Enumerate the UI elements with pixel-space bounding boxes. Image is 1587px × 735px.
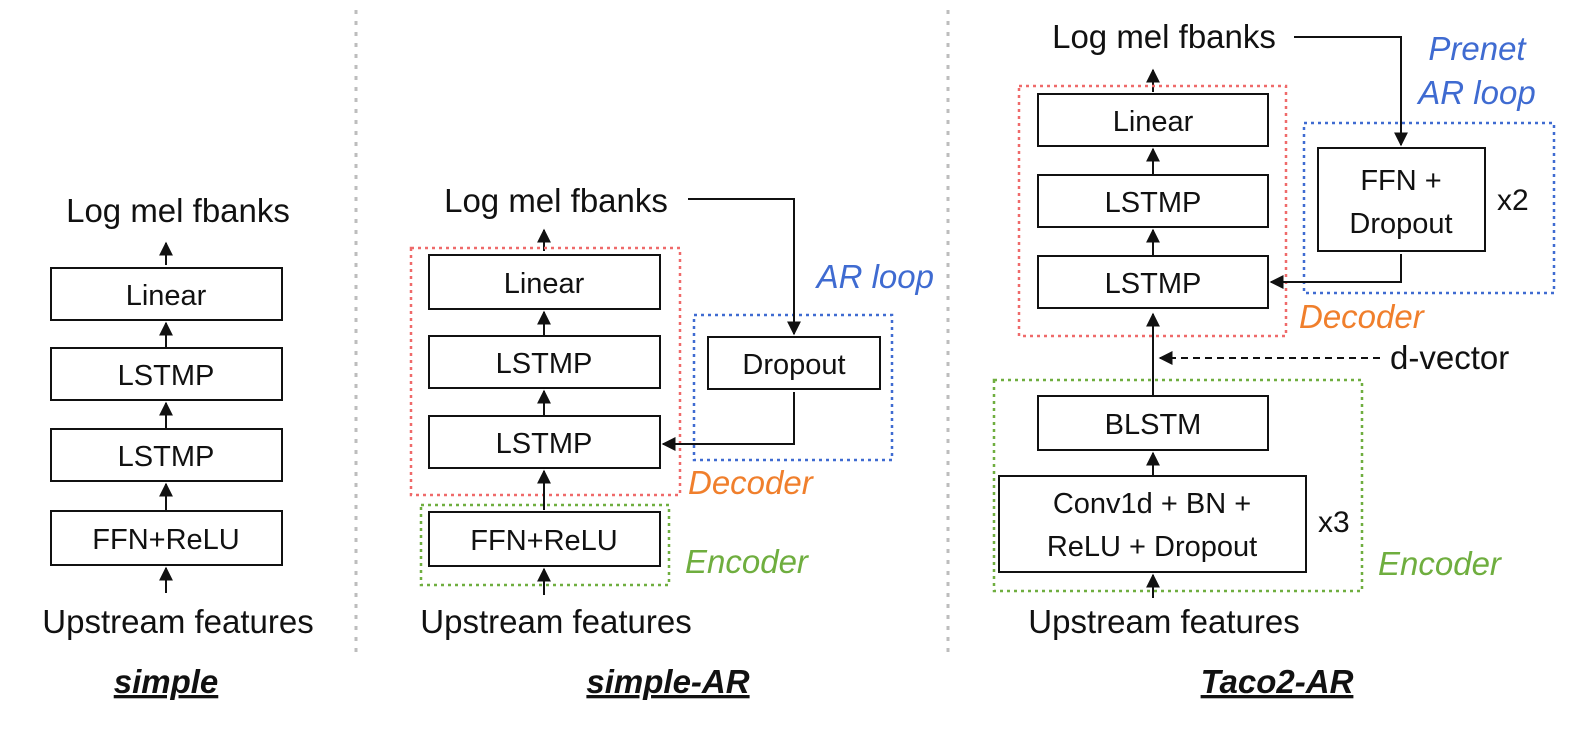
panel-simple-ar: Log mel fbanks Linear LSTMP LSTMP FFN+Re… — [409, 182, 934, 700]
taco2-prenet-label-line1: FFN + — [1360, 165, 1441, 197]
simple-ar-feedback-arrow-in — [688, 198, 801, 336]
simple-ar-output-label: Log mel fbanks — [444, 182, 668, 219]
taco2-linear-block — [1037, 93, 1269, 147]
taco2-prenet-label: Prenet — [1428, 30, 1527, 67]
simple-ar-arloop-label: AR loop — [815, 258, 934, 295]
taco2-input-label: Upstream features — [1028, 603, 1299, 640]
taco2-conv-repeat: x3 — [1318, 506, 1350, 539]
taco2-encoder-label: Encoder — [1378, 545, 1503, 582]
simple-ffn-block — [50, 510, 283, 566]
taco2-decoder-label: Decoder — [1299, 298, 1426, 335]
simple-ar-lstmp-block-top — [428, 335, 661, 389]
simple-ar-lstmp-label-top: LSTMP — [496, 348, 593, 380]
panel-simple: Log mel fbanks Linear LSTMP LSTMP FFN+Re… — [42, 192, 313, 700]
taco2-blstm-label: BLSTM — [1105, 409, 1202, 441]
simple-ar-dropout-block — [707, 336, 881, 390]
simple-ar-feedback-arrow-out — [661, 392, 795, 451]
simple-ar-ffn-block — [428, 511, 661, 567]
taco2-blstm-block — [1037, 395, 1269, 451]
simple-ar-lstmp-label-bottom: LSTMP — [496, 428, 593, 460]
simple-ffn-label: FFN+ReLU — [92, 524, 239, 556]
simple-ar-input-label: Upstream features — [420, 603, 691, 640]
simple-ar-linear-block — [428, 254, 661, 310]
taco2-lstmp-label-top: LSTMP — [1105, 187, 1202, 219]
simple-title: simple — [114, 663, 219, 700]
simple-ar-encoder-label: Encoder — [685, 543, 810, 580]
taco2-prenet-repeat: x2 — [1497, 184, 1529, 217]
simple-ar-encoder-region — [419, 503, 671, 587]
simple-linear-block — [50, 267, 283, 321]
simple-ar-decoder-region — [409, 246, 682, 497]
taco2-lstmp-block-bottom — [1037, 255, 1269, 309]
taco2-output-label: Log mel fbanks — [1052, 18, 1276, 55]
taco2-feedback-arrow-out — [1269, 254, 1402, 289]
simple-lstmp-label-top: LSTMP — [118, 360, 215, 392]
taco2-conv-block — [998, 475, 1307, 573]
simple-ar-title: simple-AR — [586, 663, 749, 700]
taco2-dvector-label: d-vector — [1390, 339, 1509, 376]
taco2-encoder-region — [992, 378, 1364, 593]
taco2-prenet-label-line2: Dropout — [1349, 208, 1452, 240]
simple-ar-dropout-label: Dropout — [742, 349, 845, 381]
simple-lstmp-block-top — [50, 347, 283, 401]
simple-lstmp-block-bottom — [50, 428, 283, 482]
simple-ar-lstmp-block-bottom — [428, 415, 661, 469]
taco2-lstmp-label-bottom: LSTMP — [1105, 268, 1202, 300]
taco2-lstmp-block-top — [1037, 174, 1269, 228]
simple-ar-decoder-label: Decoder — [688, 464, 815, 501]
simple-input-label: Upstream features — [42, 603, 313, 640]
taco2-title: Taco2-AR — [1201, 663, 1354, 700]
simple-linear-label: Linear — [126, 280, 207, 312]
simple-lstmp-label-bottom: LSTMP — [118, 441, 215, 473]
taco2-decoder-region — [1017, 84, 1288, 338]
taco2-feedback-arrow-in — [1294, 36, 1408, 147]
simple-ar-ffn-label: FFN+ReLU — [470, 525, 617, 557]
taco2-conv-label-line2: ReLU + Dropout — [1047, 531, 1257, 563]
panel-taco2-ar: Log mel fbanks Linear LSTMP LSTMP d-vect… — [992, 18, 1556, 700]
taco2-arloop-label: AR loop — [1416, 74, 1535, 111]
simple-ar-linear-label: Linear — [504, 268, 585, 300]
simple-output-label: Log mel fbanks — [66, 192, 290, 229]
taco2-linear-label: Linear — [1113, 106, 1194, 138]
taco2-conv-label-line1: Conv1d + BN + — [1053, 488, 1251, 520]
taco2-prenet-block — [1317, 147, 1486, 252]
